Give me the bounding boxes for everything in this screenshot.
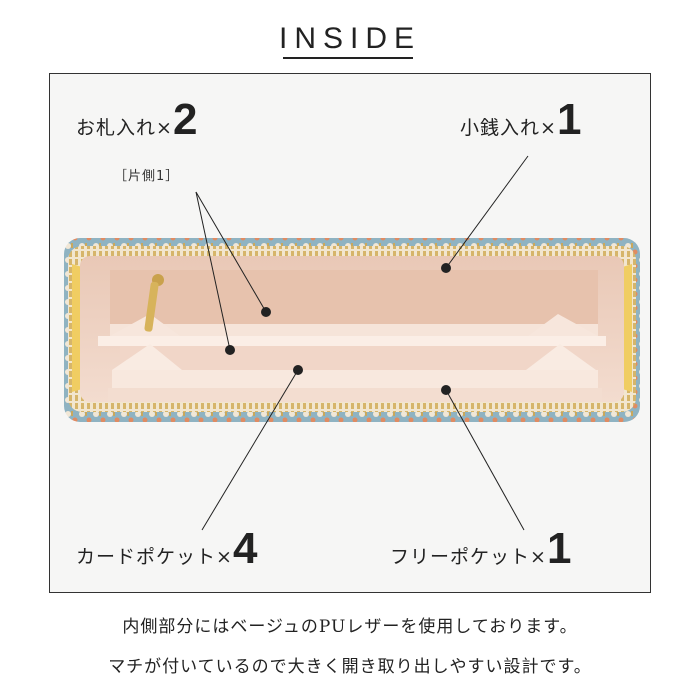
caption-line-2: マチが付いているので大きく開き取り出しやすい設計です。 (108, 657, 592, 677)
wallet-photo-frame: お札入れ×2 ［片側1］ 小銭入れ×1 カードポケット×4 フリーポケット×1 (49, 73, 651, 593)
free-pocket-count: 1 (546, 524, 572, 573)
pointer-free-pocket (441, 385, 451, 395)
caption-line-1: 内側部分にはベージュのPUレザーを使用しております。 (122, 617, 578, 637)
label-card-pocket: カードポケット×4 (76, 527, 257, 571)
label-bill-pocket: お札入れ×2 (76, 98, 197, 142)
pointer-bill-pocket-2 (225, 345, 235, 355)
zipper-pull-tab (144, 281, 159, 332)
card-pocket-text: カードポケット (76, 546, 217, 568)
coin-purse-mult: × (540, 117, 557, 139)
card-pocket-mult: × (216, 546, 233, 568)
label-free-pocket: フリーポケット×1 (390, 527, 571, 571)
free-pocket-mult: × (530, 546, 547, 568)
bill-pocket-mult: × (156, 117, 173, 139)
page-title: INSIDE (278, 22, 422, 55)
wallet-interior-illustration (64, 155, 640, 531)
pointer-coin-purse (441, 263, 451, 273)
title-underline (283, 57, 413, 59)
bill-pocket-text: お札入れ (76, 117, 157, 139)
pointer-card-pocket (293, 365, 303, 375)
bill-pocket-sublabel: ［片側1］ (114, 169, 180, 184)
card-pocket-count: 4 (232, 524, 258, 573)
coin-purse-count: 1 (556, 95, 582, 144)
bill-pocket-count: 2 (172, 95, 198, 144)
pointer-bill-pocket-1 (261, 307, 271, 317)
label-coin-purse: 小銭入れ×1 (460, 98, 581, 142)
free-pocket-text: フリーポケット (390, 546, 531, 568)
coin-purse-text: 小銭入れ (460, 117, 541, 139)
